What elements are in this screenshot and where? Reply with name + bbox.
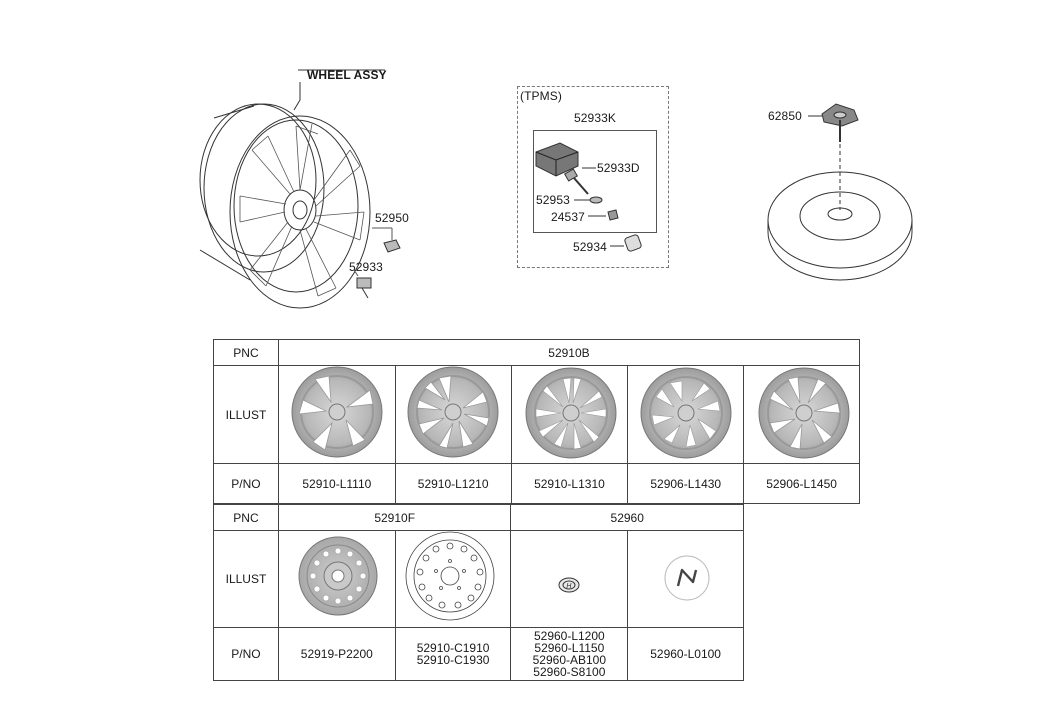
wheel-assy-label: WHEEL ASSY bbox=[307, 68, 387, 82]
tpms-sensor-drawing bbox=[535, 142, 642, 252]
pnc-header: PNC bbox=[213, 339, 279, 366]
part-number-line[interactable]: 52910-C1930 bbox=[416, 653, 490, 667]
pnc-52910F[interactable]: 52910F bbox=[277, 504, 512, 531]
illust-header: ILLUST bbox=[213, 530, 279, 628]
wheel-parts-table-bottom: PNC 52910F 52960 ILLUST P/NO 52919-P2200… bbox=[213, 504, 744, 681]
illust-cell-5[interactable] bbox=[743, 365, 860, 464]
illust-cell-cap-1[interactable] bbox=[510, 530, 629, 628]
part-number-cell[interactable]: 52910-L1210 bbox=[394, 463, 512, 504]
pno-header: P/NO bbox=[213, 627, 279, 681]
part-number-cell[interactable]: 52960-L0100 bbox=[627, 627, 744, 681]
part-52933-label[interactable]: 52933 bbox=[349, 260, 383, 274]
tpms-label: (TPMS) bbox=[520, 89, 562, 103]
illust-cell-1[interactable] bbox=[277, 365, 396, 464]
illust-cell-2[interactable] bbox=[394, 365, 512, 464]
part-number-line[interactable]: 52960-AB100 bbox=[532, 653, 607, 667]
pno-row: P/NO 52919-P2200 52910-C1910 52910-C1930… bbox=[213, 627, 744, 681]
part-number-cell[interactable]: 52919-P2200 bbox=[277, 627, 396, 681]
pno-row: P/NO 52910-L1110 52910-L1210 52910-L1310… bbox=[213, 463, 860, 504]
wheel-assy-drawing bbox=[199, 103, 371, 309]
part-number-cell-multi[interactable]: 52910-C1910 52910-C1930 bbox=[394, 627, 512, 681]
part-52933K-label[interactable]: 52933K bbox=[574, 111, 616, 125]
wheel-parts-table-top: PNC 52910B ILLUST P/NO 52910-L1110 52910… bbox=[213, 339, 861, 504]
illust-header: ILLUST bbox=[213, 365, 279, 464]
illust-cell-3[interactable] bbox=[510, 365, 629, 464]
part-number-cell[interactable]: 52906-L1450 bbox=[743, 463, 860, 504]
part-52934-label[interactable]: 52934 bbox=[573, 240, 607, 254]
part-number-line[interactable]: 52960-L1200 bbox=[533, 629, 605, 643]
part-number-cell[interactable]: 52910-L1110 bbox=[277, 463, 396, 504]
tire-clamp-part bbox=[808, 103, 859, 142]
part-number-line[interactable]: 52910-C1910 bbox=[416, 641, 490, 655]
part-52950-label[interactable]: 52950 bbox=[375, 211, 409, 225]
illust-cell-steel-1[interactable] bbox=[277, 530, 396, 628]
illust-cell-4[interactable] bbox=[627, 365, 745, 464]
part-number-cell-multi[interactable]: 52960-L1200 52960-L1150 52960-AB100 5296… bbox=[510, 627, 629, 681]
tpms-group-box bbox=[517, 86, 669, 268]
pnc-row: PNC 52910F 52960 bbox=[213, 504, 744, 531]
part-52953-label[interactable]: 52953 bbox=[536, 193, 570, 207]
part-24537-label[interactable]: 24537 bbox=[551, 210, 585, 224]
valve-bolt-part bbox=[353, 269, 372, 299]
illust-cell-steel-2[interactable] bbox=[394, 530, 512, 628]
wheel-assy-leader bbox=[293, 82, 301, 111]
illust-row: ILLUST bbox=[213, 365, 860, 464]
part-number-line[interactable]: 52960-L1150 bbox=[534, 641, 605, 655]
pnc-header: PNC bbox=[213, 504, 279, 531]
lug-nut-part bbox=[372, 227, 401, 253]
part-52933D-label[interactable]: 52933D bbox=[597, 161, 640, 175]
pnc-row: PNC 52910B bbox=[213, 339, 861, 366]
pno-header: P/NO bbox=[213, 463, 279, 504]
pnc-52910B[interactable]: 52910B bbox=[277, 339, 861, 366]
part-number-cell[interactable]: 52910-L1310 bbox=[510, 463, 629, 504]
part-62850-label[interactable]: 62850 bbox=[768, 109, 802, 123]
part-number-line[interactable]: 52960-S8100 bbox=[533, 665, 606, 679]
part-number-cell[interactable]: 52906-L1430 bbox=[627, 463, 745, 504]
pnc-52960[interactable]: 52960 bbox=[510, 504, 744, 531]
illust-cell-cap-2[interactable] bbox=[627, 530, 744, 628]
illust-row: ILLUST bbox=[213, 530, 744, 628]
spare-tire-drawing bbox=[767, 144, 913, 281]
sensor-kit-box bbox=[533, 130, 657, 233]
